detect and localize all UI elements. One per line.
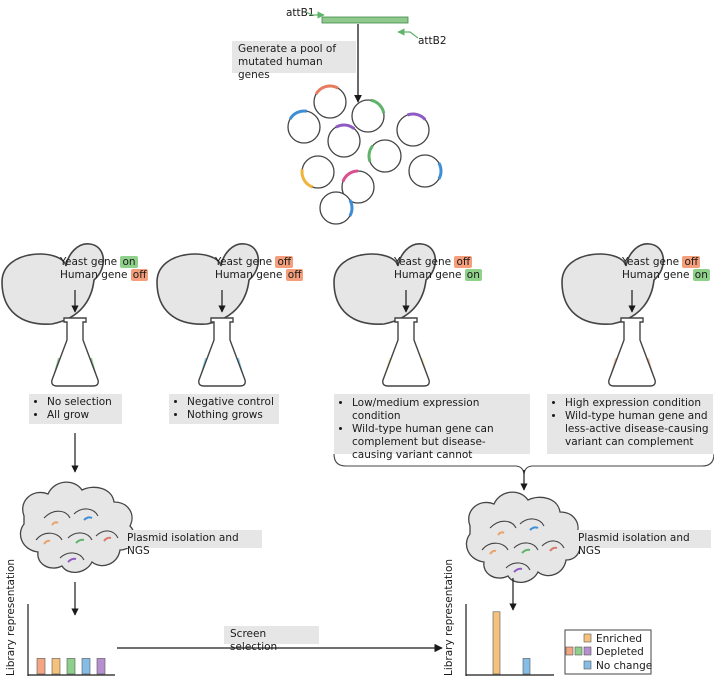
screen-selection-label: Screen selection [224, 626, 319, 653]
condition-1-line-2: All grow [47, 409, 118, 422]
plasmid-insert-4 [288, 109, 308, 120]
plasmid-insert-7 [437, 162, 443, 180]
plasmid-insert-3 [407, 112, 427, 121]
yeast-gene-label-4: Yeast gene [622, 256, 680, 268]
legend-label-depleted: Depleted [596, 646, 644, 658]
human-state-badge-2: off [285, 269, 304, 281]
legend-swatch-no-change [583, 660, 592, 670]
chart-left-bar-3 [66, 658, 76, 675]
library-chart-before: Library representation [5, 559, 115, 676]
gene-status-4: Yeast gene off Human gene on [622, 256, 710, 282]
plasmid-5 [327, 124, 361, 158]
yeast-gene-label-3: Yeast gene [394, 256, 452, 268]
legend-label-enriched: Enriched [596, 633, 642, 645]
plasmid-insert-8 [300, 168, 314, 189]
flask-4 [608, 317, 656, 387]
plasmid-ngs-text-right: Plasmid isolation and NGS [578, 532, 690, 557]
condition-1-line-1: No selection [47, 396, 118, 409]
yeast-colony-right [465, 491, 582, 584]
plasmid-10 [319, 191, 353, 225]
gene-status-2: Yeast gene off Human gene off [215, 256, 304, 282]
generate-pool-text: Generate a pool of mutated human genes [238, 43, 337, 81]
generate-pool-box: Generate a pool of mutated human genes [232, 41, 356, 81]
screen-selection-text: Screen selection [230, 628, 278, 653]
attb1-label: attB1 [286, 7, 315, 19]
library-chart-after: Library representation [443, 559, 554, 676]
human-state-badge-4: on [692, 269, 710, 281]
plasmid-7 [408, 154, 442, 188]
condition-2-line-1: Negative control [187, 396, 275, 409]
attb2-primer-arrow [397, 28, 419, 39]
chart-left-ylabel: Library representation [5, 559, 17, 676]
condition-3-line-1: Low/medium expression condition [352, 397, 526, 423]
yeast-colony-left [19, 481, 136, 574]
legend-swatch-depleted-1 [565, 646, 574, 656]
legend-swatch-depleted-3 [583, 646, 592, 656]
condition-2-line-2: Nothing grows [187, 409, 275, 422]
plasmid-ngs-label-left: Plasmid isolation and NGS [122, 530, 262, 557]
yeast-gene-label-2: Yeast gene [215, 256, 273, 268]
plasmid-ngs-text-left: Plasmid isolation and NGS [127, 532, 239, 557]
gene-status-1: Yeast gene on Human gene off [60, 256, 149, 282]
yeast-gene-label-1: Yeast gene [60, 256, 118, 268]
human-state-badge-1: off [130, 269, 149, 281]
attb2-label: attB2 [418, 35, 447, 47]
gene-construct [321, 16, 409, 24]
chart-left-bar-1 [36, 658, 46, 675]
plasmid-insert-9 [341, 169, 359, 183]
plasmid-insert-6 [367, 144, 374, 162]
human-gene-label-1: Human gene [60, 269, 128, 281]
chart-left-bar-5 [96, 658, 106, 675]
human-state-badge-3: on [464, 269, 482, 281]
yeast-state-badge-2: off [275, 256, 294, 268]
legend-swatch-enriched [583, 633, 592, 643]
gene-status-3: Yeast gene off Human gene on [394, 256, 482, 282]
chart-right-ylabel: Library representation [443, 559, 455, 676]
yeast-state-badge-1: on [120, 256, 138, 268]
plasmid-6 [368, 139, 402, 173]
human-gene-label-3: Human gene [394, 269, 462, 281]
flask-3 [382, 317, 430, 387]
chart-left-bar-2 [51, 658, 61, 675]
chart-right-bar-5 [522, 658, 531, 675]
condition-box-4: High expression condition Wild-type huma… [547, 394, 713, 454]
condition-box-3: Low/medium expression condition Wild-typ… [334, 394, 530, 461]
condition-4-line-1: High expression condition [565, 397, 709, 410]
human-gene-label-2: Human gene [215, 269, 283, 281]
condition-box-2: Negative control Nothing grows [169, 394, 279, 424]
flask-1 [51, 317, 99, 387]
flask-2 [198, 317, 246, 387]
chart-left-bar-4 [81, 658, 91, 675]
plasmid-insert-10 [348, 199, 354, 217]
plasmid-insert-2 [370, 98, 386, 114]
condition-4-line-2: Wild-type human gene and less-active dis… [565, 410, 709, 449]
yeast-state-badge-4: off [682, 256, 701, 268]
legend-label-no-change: No change [596, 660, 652, 672]
plasmid-insert-5 [335, 123, 356, 130]
plasmid-2 [351, 99, 385, 133]
plasmid-ngs-label-right: Plasmid isolation and NGS [573, 530, 711, 557]
yeast-state-badge-3: off [454, 256, 473, 268]
condition-3-line-2: Wild-type human gene can complement but … [352, 423, 526, 462]
legend-swatch-depleted-2 [574, 646, 583, 656]
attb1-primer-arrow [305, 11, 325, 19]
human-gene-label-4: Human gene [622, 269, 690, 281]
condition-box-1: No selection All grow [29, 394, 122, 424]
chart-right-bar-1 [492, 611, 501, 675]
plasmid-insert-1 [314, 84, 339, 95]
plasmid-pool [287, 84, 443, 225]
